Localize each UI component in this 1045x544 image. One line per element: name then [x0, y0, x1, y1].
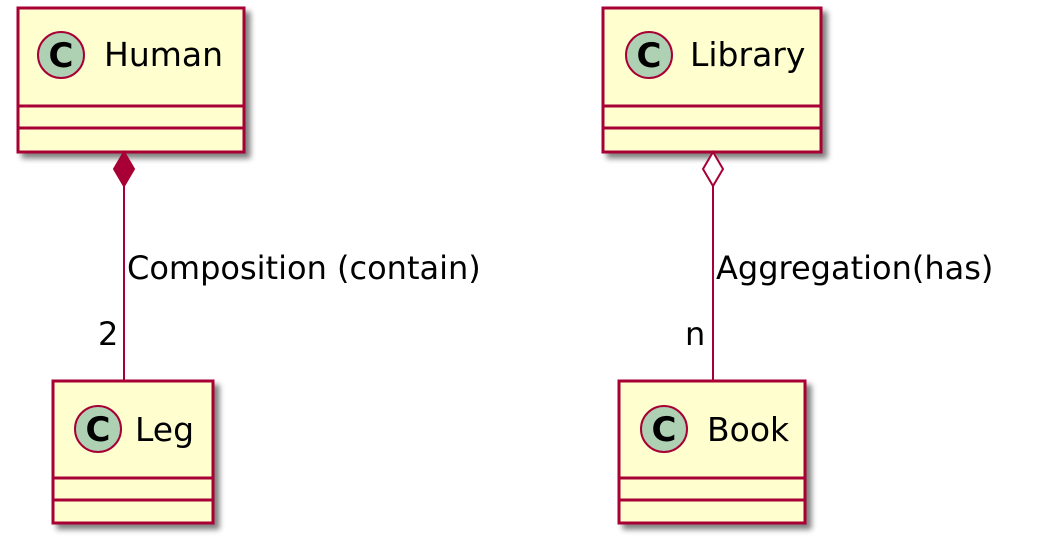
- class-human[interactable]: C Human: [16, 6, 246, 154]
- aggregation-diamond-icon: [701, 150, 725, 188]
- class-circle-icon: C: [74, 405, 122, 453]
- relation-label: Composition (contain): [127, 249, 481, 287]
- multiplicity-label: 2: [98, 315, 118, 353]
- relation-label: Aggregation(has): [716, 249, 993, 287]
- class-name: Human: [104, 35, 223, 74]
- class-circle-icon: C: [640, 405, 688, 453]
- class-name: Leg: [135, 410, 194, 449]
- composition-relation[interactable]: Composition (contain) 2: [98, 150, 481, 381]
- class-name: Library: [690, 35, 805, 74]
- svg-text:C: C: [49, 36, 74, 76]
- composition-diamond-icon: [112, 150, 136, 188]
- aggregation-relation[interactable]: Aggregation(has) n: [685, 150, 993, 381]
- class-book[interactable]: C Book: [617, 379, 807, 525]
- class-leg[interactable]: C Leg: [51, 379, 215, 525]
- svg-text:C: C: [652, 410, 677, 450]
- class-name: Book: [707, 410, 790, 449]
- class-circle-icon: C: [625, 31, 673, 79]
- class-library[interactable]: C Library: [601, 6, 823, 154]
- class-circle-icon: C: [37, 31, 85, 79]
- multiplicity-label: n: [685, 315, 705, 353]
- svg-text:C: C: [86, 410, 111, 450]
- svg-text:C: C: [637, 36, 662, 76]
